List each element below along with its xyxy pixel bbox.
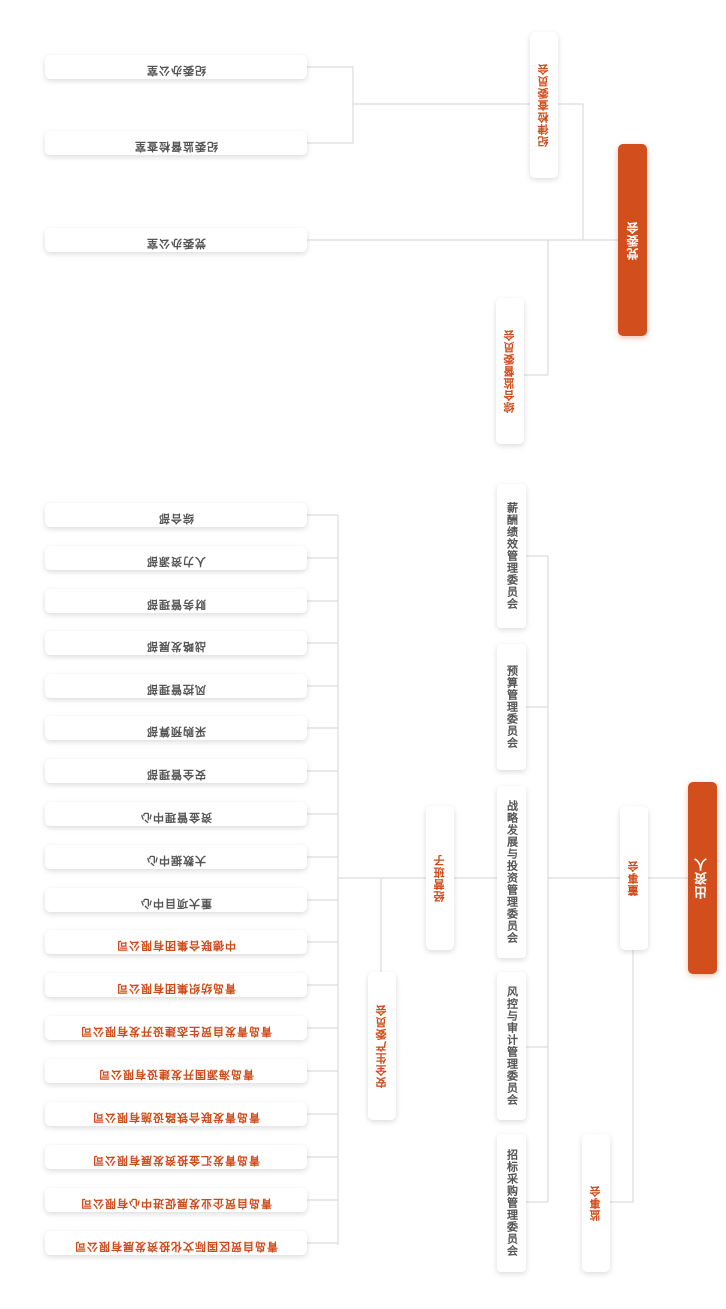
department-row: 大数据中心 — [45, 845, 307, 869]
department-row-label: 风控管理部 — [146, 683, 206, 696]
department-row-label: 资金管理中心 — [140, 811, 212, 824]
supervisory-label: 监事会 — [589, 1185, 602, 1221]
supervisory-node: 监事会 — [582, 1134, 610, 1272]
supervision-committee-node: 综合监督委员会 — [496, 298, 524, 444]
subsidiary-row: 青岛青发汇金投资发展有限公司 — [45, 1145, 307, 1169]
subsidiary-row: 中德联合集团有限公司 — [45, 930, 307, 954]
discipline-inspection-node: 纪委监督检查室 — [45, 131, 307, 155]
subsidiary-row: 青岛纺织集团有限公司 — [45, 973, 307, 997]
board-committee-4: 风控与审计管理委员会 — [497, 972, 526, 1120]
edge-discipline-offices — [307, 66, 530, 144]
party-office-label: 党委办公室 — [146, 237, 206, 250]
safety-committee-node: 安全生产委员会 — [368, 972, 396, 1120]
subsidiary-row-label: 青岛自贸企业发展促进中心有限公司 — [80, 1197, 272, 1210]
department-row: 采购预算部 — [45, 716, 307, 740]
department-row-label: 安全管理部 — [146, 768, 206, 781]
board-label: 董事会 — [627, 860, 640, 896]
subsidiary-row-label: 中德联合集团有限公司 — [116, 939, 236, 952]
subsidiary-row: 青岛海源国开发建设有限公司 — [45, 1059, 307, 1083]
supervision-committee-label: 综合监督委员会 — [503, 329, 516, 413]
department-row: 资金管理中心 — [45, 802, 307, 826]
department-row-label: 采购预算部 — [146, 725, 206, 738]
edge-department-branches — [307, 514, 338, 1244]
edge-board-supervisory — [610, 950, 634, 1203]
department-row-label: 人力资源部 — [146, 555, 206, 568]
subsidiary-row: 青岛自贸区国际文化投资发展有限公司 — [45, 1231, 307, 1255]
department-row: 战略发展部 — [45, 631, 307, 655]
board-committee-label: 招标采购管理委员会 — [505, 1149, 519, 1257]
edge-management-departments — [337, 515, 426, 1245]
shareholder-node: 出资人 — [688, 782, 717, 974]
subsidiary-row-label: 青岛青发联合铁路设施有限公司 — [92, 1111, 260, 1124]
department-row: 重大项目中心 — [45, 888, 307, 912]
board-committee-label: 薪酬绩效管理委员会 — [505, 502, 519, 610]
board-committee-3: 战略发展与投资管理委员会 — [497, 786, 526, 958]
subsidiary-row-label: 青岛海源国开发建设有限公司 — [98, 1068, 254, 1081]
party-office-node: 党委办公室 — [45, 228, 307, 252]
board-committee-label: 战略发展与投资管理委员会 — [505, 800, 519, 944]
subsidiary-row-label: 青岛纺织集团有限公司 — [116, 982, 236, 995]
party-committee-label: 党委会 — [626, 220, 640, 260]
department-row-label: 综合部 — [158, 512, 194, 525]
management-team-label: 经营班子 — [433, 854, 446, 902]
department-row-label: 战略发展部 — [146, 640, 206, 653]
party-committee-node: 党委会 — [618, 144, 647, 336]
department-row: 风控管理部 — [45, 674, 307, 698]
board-committee-1: 薪酬绩效管理委员会 — [497, 484, 526, 628]
edge-party-supervision — [524, 239, 583, 376]
board-node: 董事会 — [620, 806, 648, 950]
subsidiary-row: 青岛青发自贸生态建设开发有限公司 — [45, 1016, 307, 1040]
department-row-label: 财务管理部 — [146, 598, 206, 611]
board-committee-label: 预算管理委员会 — [505, 665, 519, 749]
subsidiary-row: 青岛青发联合铁路设施有限公司 — [45, 1102, 307, 1126]
department-row: 财务管理部 — [45, 589, 307, 613]
shareholder-label: 出资人 — [695, 857, 710, 899]
department-row-label: 大数据中心 — [146, 854, 206, 867]
board-committee-5: 招标采购管理委员会 — [497, 1134, 526, 1272]
board-committee-2: 预算管理委员会 — [497, 644, 526, 770]
subsidiary-row-label: 青岛青发汇金投资发展有限公司 — [92, 1154, 260, 1167]
edge-party-discipline — [558, 103, 618, 241]
subsidiary-row: 青岛自贸企业发展促进中心有限公司 — [45, 1188, 307, 1212]
discipline-committee-label: 纪律检查委员会 — [537, 63, 550, 147]
discipline-office-node: 纪委办公室 — [45, 55, 307, 79]
department-row: 安全管理部 — [45, 759, 307, 783]
management-team-node: 经营班子 — [426, 806, 454, 950]
discipline-committee-node: 纪律检查委员会 — [530, 32, 558, 178]
department-row: 人力资源部 — [45, 546, 307, 570]
subsidiary-row-label: 青岛青发自贸生态建设开发有限公司 — [80, 1025, 272, 1038]
discipline-inspection-label: 纪委监督检查室 — [134, 140, 218, 153]
board-committee-label: 风控与审计管理委员会 — [505, 986, 519, 1106]
department-row-label: 重大项目中心 — [140, 897, 212, 910]
department-row: 综合部 — [45, 503, 307, 527]
edge-board-committees — [526, 555, 620, 1203]
subsidiary-row-label: 青岛自贸区国际文化投资发展有限公司 — [74, 1240, 278, 1253]
discipline-office-label: 纪委办公室 — [146, 64, 206, 77]
safety-committee-label: 安全生产委员会 — [375, 1004, 388, 1088]
